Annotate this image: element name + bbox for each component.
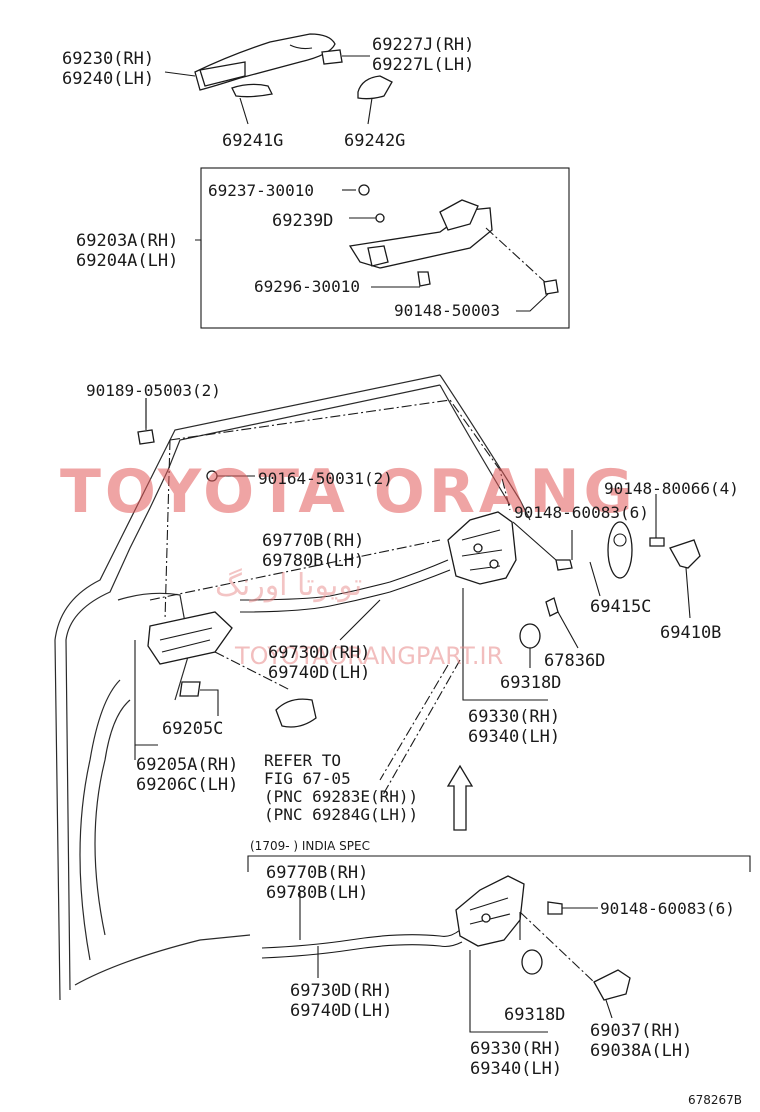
label-69205a: 69205A(RH) — [136, 755, 238, 775]
india-spec-bracket — [247, 855, 751, 872]
watermark: TOYOTA ORANG تویوتا اورنگ TOYOTAORANGPAR… — [60, 457, 637, 670]
label-90189: 90189-05003(2) — [86, 381, 221, 400]
handle-cap-69227 — [321, 49, 370, 65]
label-90148-60083-b: 90148-60083(6) — [600, 899, 735, 918]
label-90148-80066: 90148-80066(4) — [604, 479, 739, 498]
arrow-up — [446, 764, 474, 831]
label-69730d-b: 69730D(RH) — [290, 981, 392, 1001]
lock-leaders — [379, 659, 461, 801]
label-69241g: 69241G — [222, 131, 283, 151]
bolt-90148-60083-b — [547, 901, 598, 915]
label-69242g: 69242G — [344, 131, 405, 151]
label-69330-a: 69330(RH) — [468, 707, 560, 727]
label-69296: 69296-30010 — [254, 277, 360, 296]
watermark-brand: TOYOTA ORANG — [60, 457, 637, 527]
label-69205c: 69205C — [162, 719, 223, 739]
label-69038a: 69038A(LH) — [590, 1041, 692, 1061]
label-67836d: 67836D — [544, 651, 605, 671]
label-refer-3: (PNC 69283E(RH)) — [264, 787, 418, 806]
watermark-persian: تویوتا اورنگ — [215, 568, 362, 603]
striker-69410b — [649, 494, 701, 619]
label-69227j: 69227J(RH) — [372, 35, 474, 55]
handle-bezel-ref — [275, 698, 317, 728]
grommet-67836d — [545, 597, 579, 649]
label-69415c: 69415C — [590, 597, 651, 617]
label-india-spec: (1709- ) INDIA SPEC — [250, 839, 370, 853]
outside-handle-assy — [164, 33, 336, 91]
bracket-69037 — [519, 911, 631, 1019]
label-69239d: 69239D — [272, 211, 333, 231]
label-69730d-a: 69730D(RH) — [268, 643, 370, 663]
label-69770b-b: 69770B(RH) — [266, 863, 368, 883]
label-69240: 69240(LH) — [62, 69, 154, 89]
label-90148-50003: 90148-50003 — [394, 301, 500, 320]
label-69230: 69230(RH) — [62, 49, 154, 69]
label-69330-b: 69330(RH) — [470, 1039, 562, 1059]
screw-90164 — [206, 470, 255, 482]
label-refer-2: FIG 67-05 — [264, 769, 351, 788]
label-figure-number: 678267B — [688, 1093, 742, 1107]
label-69237: 69237-30010 — [208, 181, 314, 200]
label-69770b-a: 69770B(RH) — [262, 531, 364, 551]
label-69318d-b: 69318D — [504, 1005, 565, 1025]
door-lock-assy-upper — [447, 511, 548, 701]
washer-69318d-b — [521, 949, 543, 975]
bolt-90148-60083 — [512, 521, 573, 571]
inside-handle-69205a — [134, 611, 291, 760]
label-69740d-a: 69740D(LH) — [268, 663, 370, 683]
label-69206c: 69206C(LH) — [136, 775, 238, 795]
watermark-url: TOYOTAORANGPART.IR — [234, 642, 503, 670]
part-labels: 69230(RH) 69240(LH) 69227J(RH) 69227L(LH… — [62, 35, 742, 1107]
label-69780b-b: 69780B(LH) — [266, 883, 368, 903]
label-69340-a: 69340(LH) — [468, 727, 560, 747]
label-69740d-b: 69740D(LH) — [290, 1001, 392, 1021]
cable-69730d-a — [239, 559, 451, 641]
washer-69318d-a — [519, 623, 541, 668]
handle-pad-69241g — [231, 83, 273, 98]
label-90164: 90164-50031(2) — [258, 469, 393, 488]
label-90148-60083-a: 90148-60083(6) — [514, 503, 649, 522]
striker-cover-69415c — [607, 521, 633, 579]
label-69203a: 69203A(RH) — [76, 231, 178, 251]
cable-69730d-b — [261, 890, 463, 978]
label-refer-4: (PNC 69284G(LH)) — [264, 805, 418, 824]
handle-frame-box — [195, 167, 570, 329]
label-69780b-a: 69780B(LH) — [262, 551, 364, 571]
leader-lines — [145, 97, 601, 940]
label-69410b: 69410B — [660, 623, 721, 643]
label-refer-1: REFER TO — [264, 751, 341, 770]
label-69340-b: 69340(LH) — [470, 1059, 562, 1079]
door-body-outline — [54, 374, 531, 1001]
label-69037: 69037(RH) — [590, 1021, 682, 1041]
handle-cover-69242g — [357, 75, 393, 100]
label-69227l: 69227L(LH) — [372, 55, 474, 75]
label-69318d-a: 69318D — [500, 673, 561, 693]
label-69204a: 69204A(LH) — [76, 251, 178, 271]
